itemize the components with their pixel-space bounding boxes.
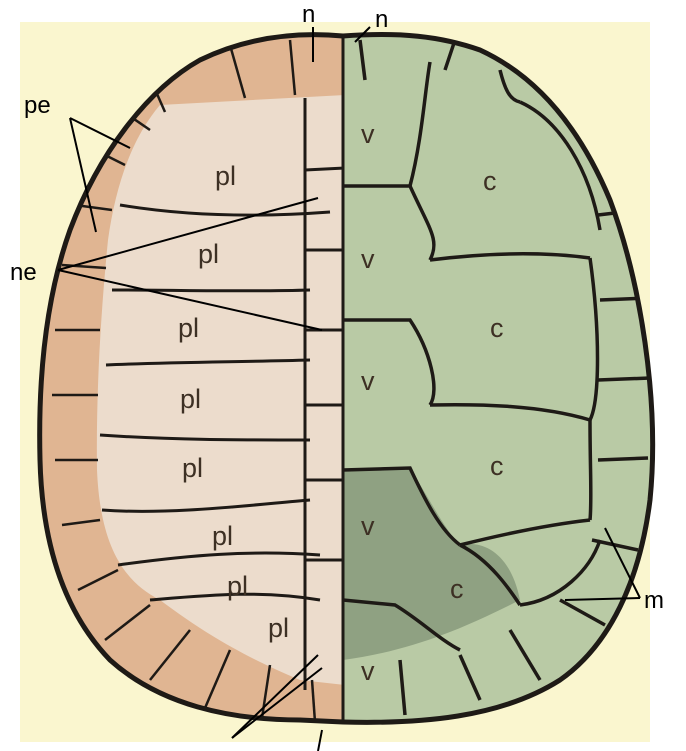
costal-label: c <box>483 166 497 196</box>
pleural-label: pl <box>180 384 201 414</box>
callout-label-ne: ne <box>10 259 37 286</box>
callout-label-m: m <box>644 587 664 614</box>
vertebral-label: v <box>361 366 375 396</box>
vertebral-label: v <box>361 511 375 541</box>
callout-label-pe: pe <box>24 92 51 119</box>
pleural-label: pl <box>268 613 289 643</box>
pleural-label: pl <box>182 453 203 483</box>
vertebral-label: v <box>361 119 375 149</box>
pleural-label: pl <box>178 313 199 343</box>
pleural-label: pl <box>212 521 233 551</box>
vertebral-label: v <box>361 656 375 686</box>
costal-label: c <box>490 313 504 343</box>
callout-label-n-left: n <box>302 1 315 28</box>
pleural-label: pl <box>215 161 236 191</box>
vertebral-label: v <box>361 244 375 274</box>
pleural-label: pl <box>227 571 248 601</box>
costal-label: c <box>450 574 464 604</box>
costal-label: c <box>490 451 504 481</box>
pleural-label: pl <box>198 239 219 269</box>
callout-label-n-right: n <box>375 6 388 33</box>
